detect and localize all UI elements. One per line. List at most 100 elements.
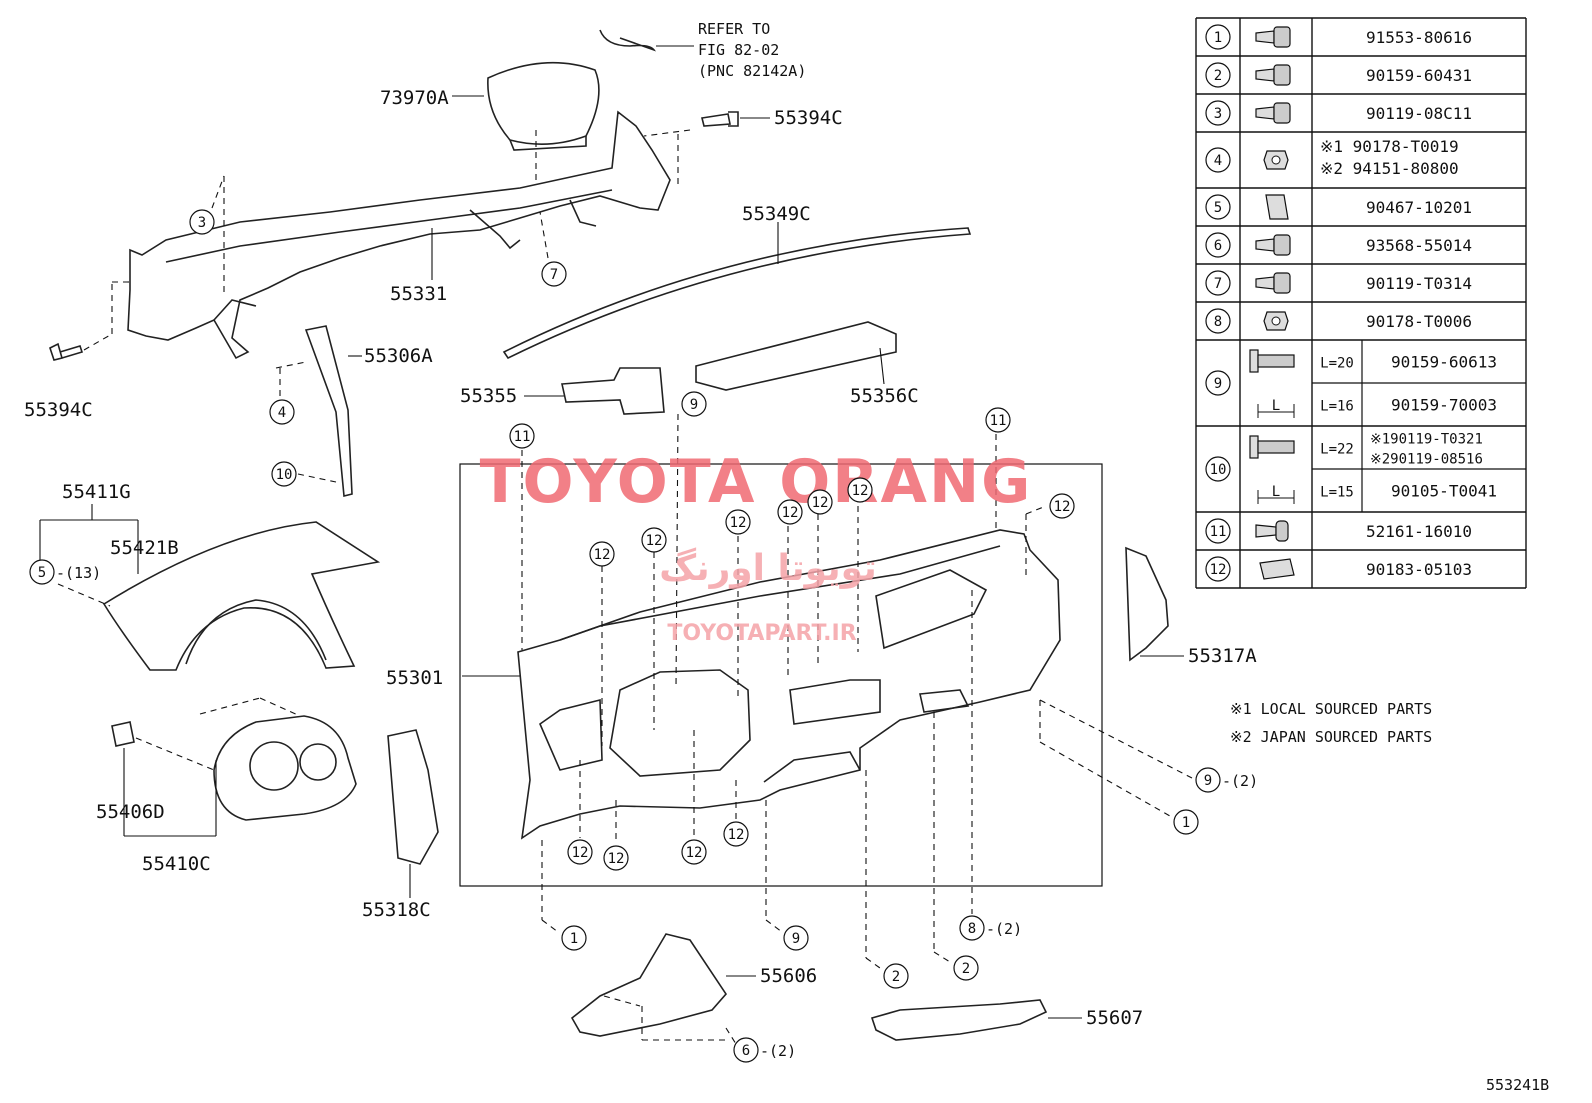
svg-text:10: 10 — [276, 467, 293, 483]
table-ref-callout: 9 — [1205, 370, 1231, 396]
svg-text:9: 9 — [792, 931, 800, 947]
callout-12: 12 — [807, 489, 833, 515]
svg-text:3: 3 — [1214, 106, 1222, 122]
table-ref-callout: 12 — [1205, 556, 1231, 582]
refer-note-line-3: (PNC 82142A) — [698, 62, 806, 80]
label-55306A: 55306A — [364, 345, 433, 367]
table-ref-callout: 2 — [1205, 62, 1231, 88]
svg-text:12: 12 — [572, 845, 589, 861]
svg-text:12: 12 — [730, 515, 747, 531]
cluster-panel-part — [102, 521, 381, 671]
nut-icon — [1263, 150, 1289, 170]
svg-text:L: L — [1272, 484, 1280, 500]
pin-clip-icon — [1255, 520, 1289, 542]
part-number: 90159-70003 — [1391, 396, 1497, 415]
bolt-part-left — [49, 342, 84, 361]
callout-8: 8 — [959, 915, 985, 941]
table-ref-callout: 10 — [1205, 456, 1231, 482]
bolt-icon — [1255, 26, 1291, 48]
label-55356C: 55356C — [850, 385, 919, 407]
callout-12: 12 — [725, 509, 751, 535]
part-labels: 73970A 55394C 55349C 55331 55306A 55394C… — [24, 87, 1257, 1029]
table-row: 4※1 90178-T0019※2 94151-80800 — [1196, 131, 1526, 178]
label-55394C-left: 55394C — [24, 399, 93, 421]
lower-panel-2-part — [870, 999, 1048, 1041]
bolt-icon — [1255, 64, 1291, 86]
svg-text:2: 2 — [962, 961, 970, 977]
part-number: 52161-16010 — [1366, 522, 1472, 541]
part-number: ※190119-T0321 — [1370, 432, 1483, 448]
watermark-arabic: تویوتا اورنگ — [659, 547, 877, 589]
label-55406D: 55406D — [96, 801, 165, 823]
table-row: 12 90183-05103 — [1196, 549, 1526, 582]
svg-text:3: 3 — [198, 215, 206, 231]
svg-text:7: 7 — [550, 267, 558, 283]
bolt-part — [701, 111, 739, 127]
svg-text:9: 9 — [1214, 376, 1222, 392]
part-number: 90119-T0314 — [1366, 274, 1472, 293]
label-55317A: 55317A — [1188, 645, 1257, 667]
airbag-part — [487, 61, 600, 151]
flange-bolt-icon: L — [1249, 349, 1295, 418]
label-55607: 55607 — [1086, 1007, 1143, 1029]
brace-part — [304, 325, 353, 498]
callout-11-left: 11 — [509, 423, 535, 449]
svg-text:8: 8 — [1214, 314, 1222, 330]
watermark-site: TOYOTAPART.IR — [667, 621, 856, 646]
refer-note: REFER TO FIG 82-02 (PNC 82142A) — [698, 20, 806, 80]
part-number: 93568-55014 — [1366, 236, 1472, 255]
svg-text:12: 12 — [812, 495, 829, 511]
length-label: L=15 — [1320, 485, 1354, 501]
callout-2-b: 2 — [953, 955, 979, 981]
table-ref-callout: 5 — [1205, 194, 1231, 220]
table-ref-callout: 1 — [1205, 24, 1231, 50]
svg-text:12: 12 — [594, 547, 611, 563]
screw-icon — [1255, 234, 1291, 256]
svg-text:L: L — [1272, 398, 1280, 414]
duct-part — [561, 367, 665, 415]
callout-12: 12 — [567, 839, 593, 865]
svg-text:12: 12 — [1210, 562, 1227, 578]
callout-9-bottom: 9 — [783, 925, 809, 951]
svg-text:11: 11 — [990, 413, 1007, 429]
callout-5: 5 — [29, 559, 55, 585]
label-55421B: 55421B — [110, 537, 179, 559]
watermark: TOYOTA ORANG تویوتا اورنگ TOYOTAPART.IR — [480, 447, 1033, 646]
u-nut-icon — [1259, 558, 1295, 580]
refer-note-line-2: FIG 82-02 — [698, 41, 779, 59]
svg-text:1: 1 — [1182, 815, 1190, 831]
instrument-panel-frame — [459, 463, 1103, 887]
part-number: ※1 90178-T0019 — [1320, 137, 1459, 156]
watermark-latin: TOYOTA ORANG — [480, 447, 1033, 517]
label-55355: 55355 — [460, 385, 517, 407]
callout-12: 12 — [681, 839, 707, 865]
part-number: ※2 94151-80800 — [1320, 159, 1459, 178]
legend-notes: ※1 LOCAL SOURCED PARTS ※2 JAPAN SOURCED … — [1230, 700, 1432, 746]
qty-note-6: -(2) — [760, 1042, 796, 1060]
callout-9-top: 9 — [681, 391, 707, 417]
refer-note-line-1: REFER TO — [698, 20, 770, 38]
length-label: L=22 — [1320, 442, 1354, 458]
part-number: 90183-05103 — [1366, 560, 1472, 579]
table-row: 1 91553-80616 — [1196, 17, 1526, 50]
svg-text:9: 9 — [690, 397, 698, 413]
label-55411G: 55411G — [62, 481, 131, 503]
label-55606: 55606 — [760, 965, 817, 987]
svg-text:5: 5 — [1214, 200, 1222, 216]
svg-text:4: 4 — [278, 405, 286, 421]
callout-2-a: 2 — [883, 963, 909, 989]
svg-text:12: 12 — [608, 851, 625, 867]
part-number: 91553-80616 — [1366, 28, 1472, 47]
molding-part — [502, 227, 972, 360]
svg-text:2: 2 — [1214, 68, 1222, 84]
wire-harness-part — [599, 29, 657, 52]
callout-10: 10 — [271, 461, 297, 487]
quantity-notes: -(13) -(2) -(2) -(2) — [56, 564, 1258, 1060]
svg-text:1: 1 — [1214, 30, 1222, 46]
